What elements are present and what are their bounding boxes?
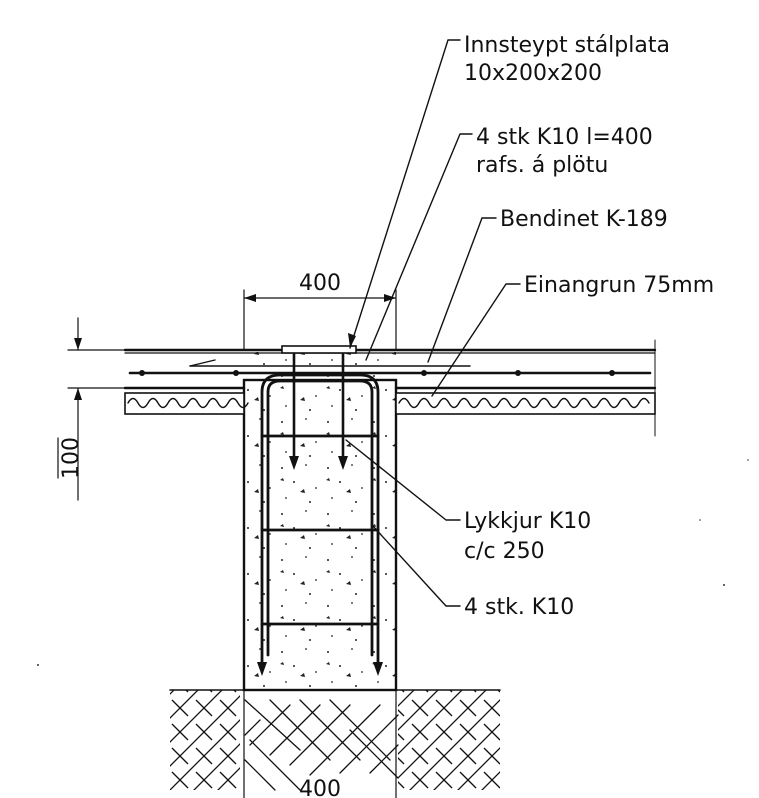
insulation	[124, 392, 656, 415]
annotations: Innsteypt stálplata 10x200x200 4 stk K10…	[464, 33, 714, 620]
dimensions: 400 100 400	[57, 271, 397, 798]
dim-top-width: 400	[299, 271, 341, 296]
leader-plate	[349, 39, 461, 349]
leader-mesh	[427, 217, 497, 363]
label-stirrups-2: c/c 250	[464, 539, 545, 564]
dim-slab-thickness: 100	[59, 437, 84, 479]
reinforcement	[257, 352, 383, 676]
leader-insulation	[431, 283, 521, 397]
leader-anchor	[365, 133, 473, 361]
label-anchor-1: 4 stk K10 l=400	[476, 125, 653, 150]
specks	[37, 459, 749, 666]
label-stirrups-1: Lykkjur K10	[464, 509, 591, 534]
leader-bars	[371, 524, 461, 607]
ground	[169, 689, 501, 791]
insulation-right-zigzag	[398, 397, 650, 409]
stirrup-loop	[260, 373, 380, 672]
slab	[123, 339, 657, 437]
label-mesh: Bendinet K-189	[500, 207, 668, 232]
label-plate-1: Innsteypt stálplata	[464, 33, 670, 58]
dim-bottom-width: 400	[299, 777, 341, 798]
leader-lines	[345, 39, 521, 607]
label-anchor-2: rafs. á plötu	[476, 153, 608, 178]
label-plate-2: 10x200x200	[464, 61, 602, 86]
label-bars: 4 stk. K10	[464, 595, 574, 620]
label-insulation: Einangrun 75mm	[524, 273, 714, 298]
embedded-steel-plate	[281, 345, 357, 354]
leader-stirrups	[345, 439, 461, 521]
mesh-dots	[139, 370, 615, 376]
insulation-left-zigzag	[127, 397, 249, 409]
